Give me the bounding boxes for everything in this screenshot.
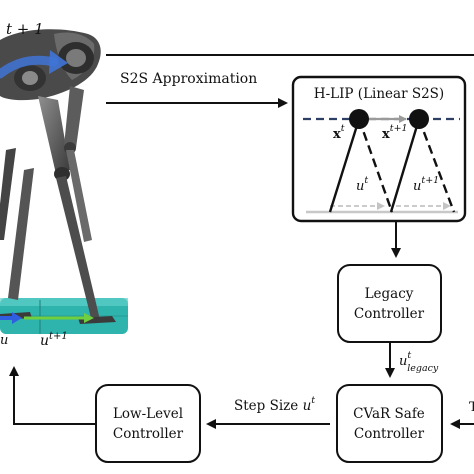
robot-thigh (38, 96, 70, 174)
pendulum-leg-dashed-2 (417, 118, 456, 213)
legacy-label-1: Legacy (365, 286, 414, 302)
lowlevel-label-2: Controller (113, 426, 184, 442)
hip-motion-arrow (0, 55, 59, 79)
pendulum-mass-2 (409, 109, 429, 129)
hlip-box: H-LIP (Linear S2S) xt xt+1 ut ut+1 (291, 75, 467, 223)
u-t-label: ut (356, 175, 368, 194)
x-t-label: xt (333, 123, 345, 142)
pendulum-leg-solid-2 (389, 118, 421, 213)
pendulum-mass-1 (349, 109, 369, 129)
robot-illustration: t + 1 u ut+1 (0, 20, 128, 349)
pendulum-leg-dashed-1 (357, 118, 394, 213)
x-t1-label: xt+1 (382, 123, 408, 142)
u-t1-label: ut+1 (413, 175, 439, 194)
legacy-label-2: Controller (354, 306, 425, 322)
cvar-label-2: Controller (354, 426, 425, 442)
lowlevel-controller-box: Low-Level Controller (95, 384, 201, 463)
legacy-controller-box: Legacy Controller (337, 264, 442, 343)
step-size-label: Step Size ut (234, 395, 315, 414)
lowlevel-to-robot-arrow (9, 366, 96, 425)
u-t1-label-robot: ut+1 (40, 331, 68, 349)
u-label-left: u (0, 333, 8, 348)
hlip-title: H-LIP (Linear S2S) (314, 86, 444, 102)
pendulum-leg-solid-1 (328, 118, 361, 213)
robot-shin (56, 176, 100, 322)
lowlevel-label-1: Low-Level (113, 406, 183, 422)
right-cut-label: T (469, 400, 474, 415)
time-label: t + 1 (6, 20, 44, 38)
cvar-controller-box: CVaR Safe Controller (336, 384, 443, 463)
cvar-label-1: CVaR Safe (353, 406, 425, 422)
s2s-label: S2S Approximation (120, 71, 257, 87)
